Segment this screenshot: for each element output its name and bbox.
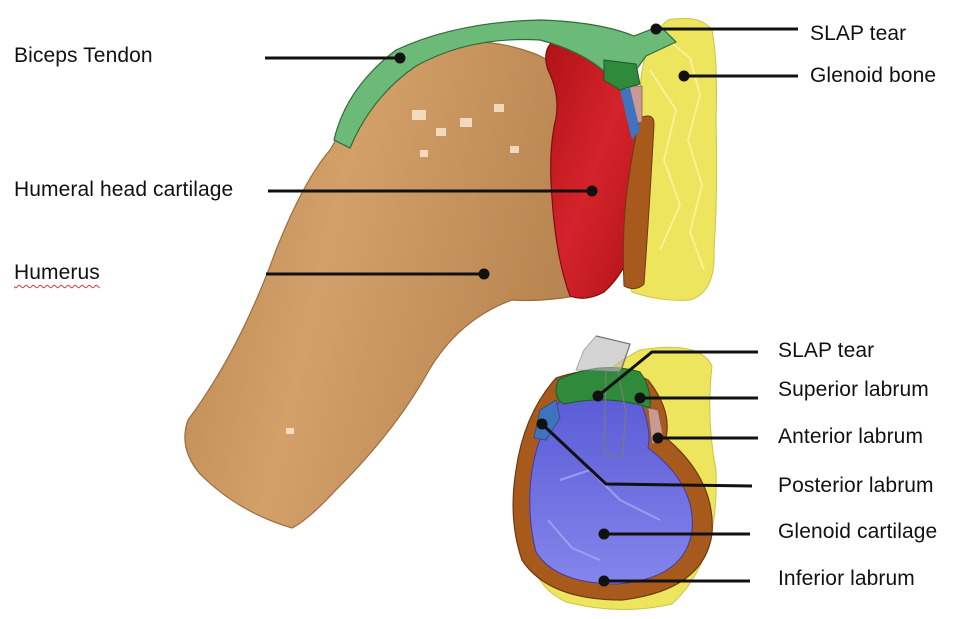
leader-dot-slap-tear-bottom [593, 391, 604, 402]
leader-dot-glenoid-cartilage [599, 529, 610, 540]
label-posterior-labrum: Posterior labrum [778, 474, 934, 498]
leader-dot-glenoid-bone [679, 71, 690, 82]
label-slap-tear-bottom: SLAP tear [778, 339, 874, 363]
label-inferior-labrum: Inferior labrum [778, 567, 915, 591]
leader-dot-biceps-tendon [395, 53, 406, 64]
leader-dot-anterior-labrum [653, 433, 664, 444]
leader-dot-superior-labrum [635, 393, 646, 404]
leader-dot-humeral-head-cartilage [587, 186, 598, 197]
leader-dot-posterior-labrum [537, 419, 548, 430]
label-humeral-head-cartilage: Humeral head cartilage [14, 178, 233, 202]
label-biceps-tendon: Biceps Tendon [14, 44, 153, 68]
label-superior-labrum: Superior labrum [778, 378, 929, 402]
label-slap-tear-top: SLAP tear [810, 22, 906, 46]
label-humerus: Humerus [14, 261, 100, 285]
leader-dot-humerus [479, 269, 490, 280]
lower-glenoid-model [513, 336, 716, 610]
label-glenoid-cartilage: Glenoid cartilage [778, 520, 937, 544]
leader-dot-slap-tear-top [651, 24, 662, 35]
leader-dot-inferior-labrum [599, 576, 610, 587]
label-anterior-labrum: Anterior labrum [778, 425, 923, 449]
slap-tear-tendon-fill [576, 336, 630, 372]
humerus-shape [185, 42, 576, 528]
label-glenoid-bone: Glenoid bone [810, 64, 936, 88]
